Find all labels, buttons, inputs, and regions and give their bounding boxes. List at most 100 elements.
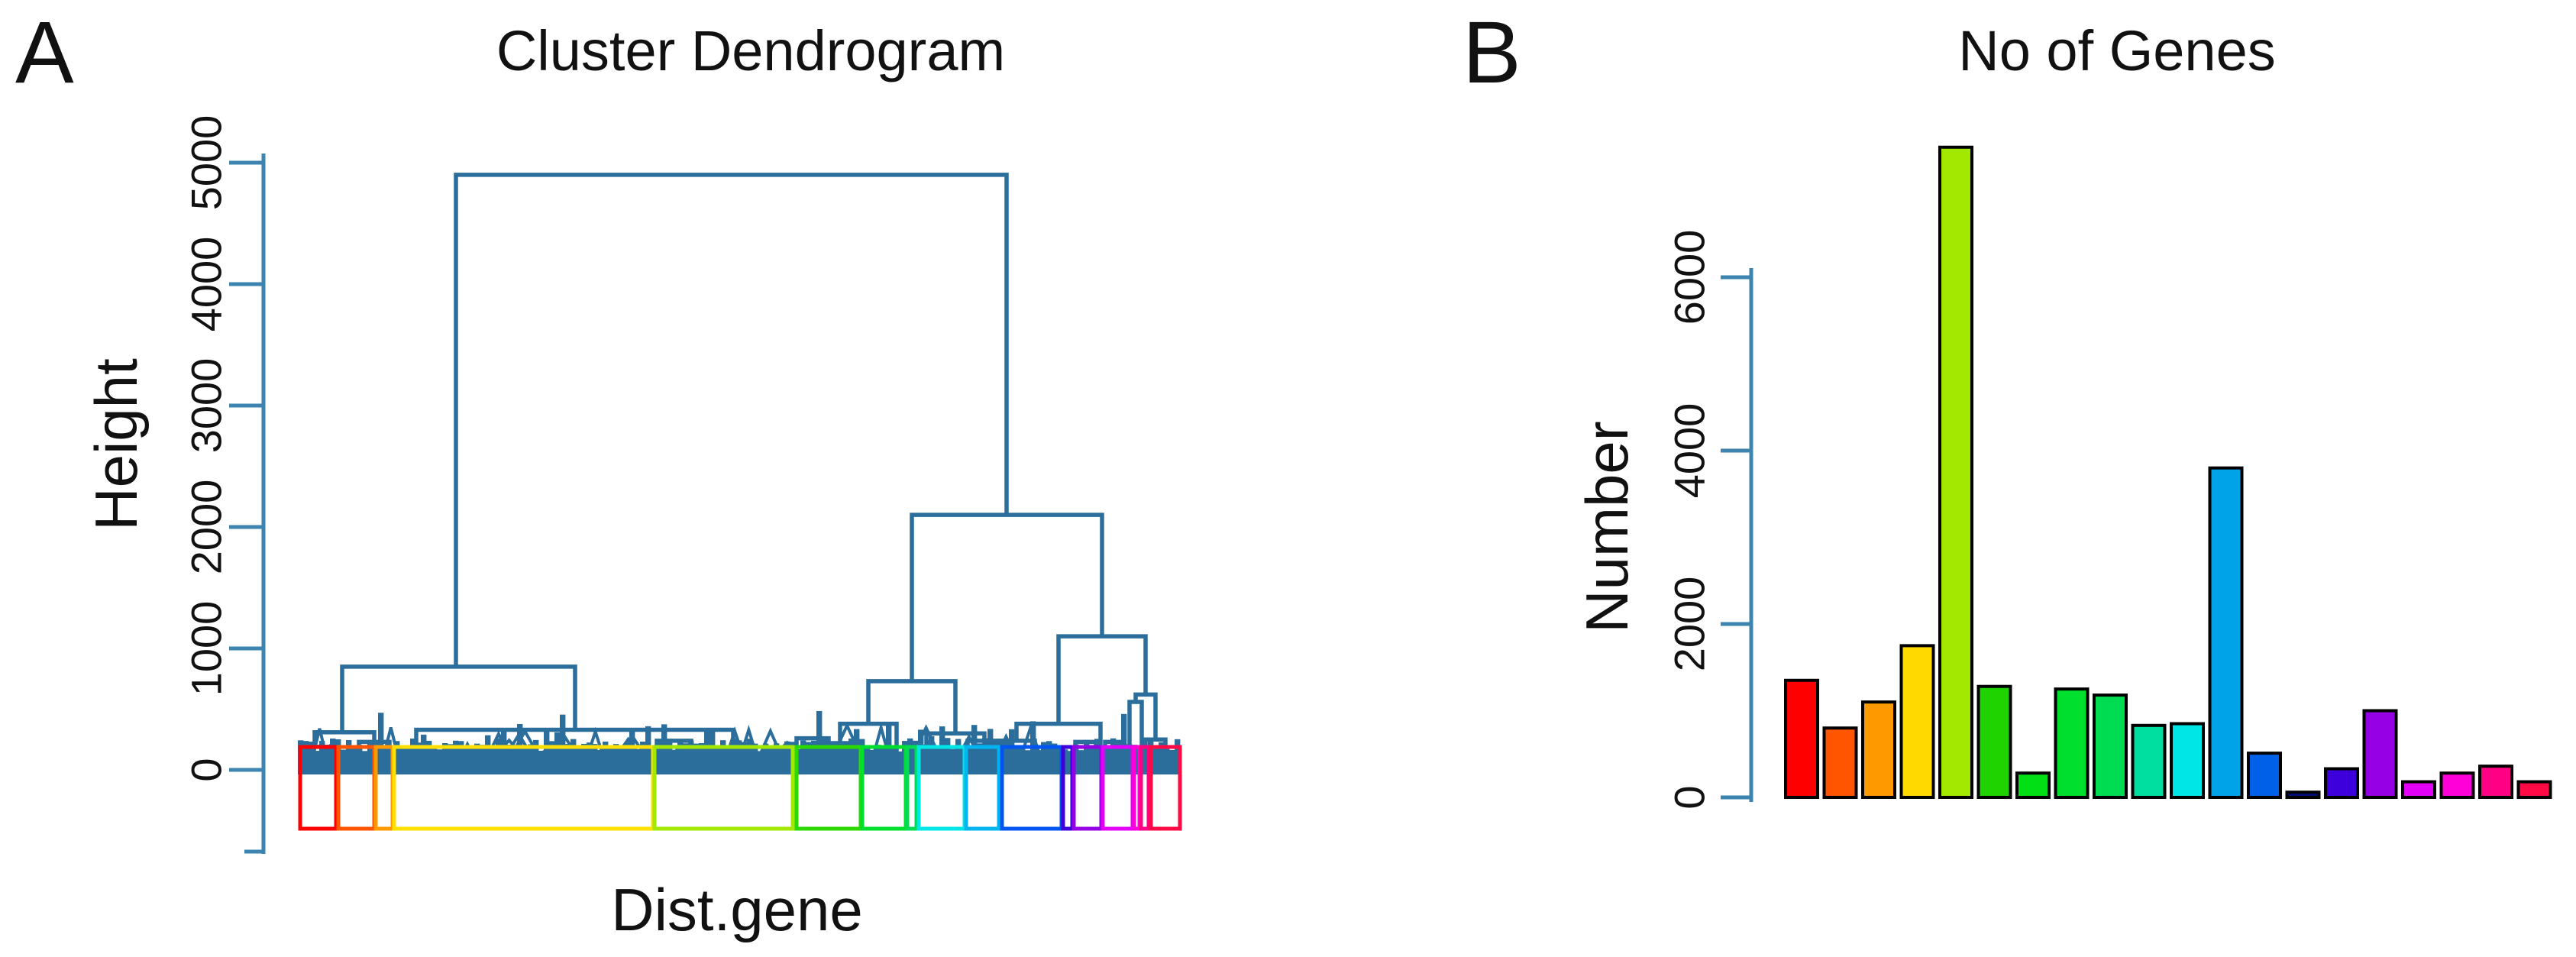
dendrogram-ylabel: Height	[82, 358, 150, 531]
dense-band-spike	[827, 745, 833, 759]
dense-band-spike	[1084, 739, 1090, 759]
dense-band-spike	[645, 726, 651, 759]
dendrogram-y-tick-label: 5000	[183, 115, 231, 211]
barchart-y-tick-label: 4000	[1666, 403, 1714, 499]
barchart-y-tick-label: 6000	[1666, 230, 1714, 325]
dense-band-spike	[667, 739, 673, 759]
dense-band-spike	[399, 751, 406, 759]
panel-letter-b: B	[1463, 4, 1521, 102]
dendrogram-y-tick-label: 4000	[183, 237, 231, 332]
dense-band-spike	[1175, 739, 1181, 759]
dense-band-spike	[704, 729, 710, 759]
dense-band-spike	[480, 745, 486, 759]
dense-band-spike	[341, 749, 347, 759]
dense-band-spike	[357, 745, 363, 759]
cluster-box	[1149, 745, 1182, 831]
dense-band-spike	[544, 728, 550, 759]
dense-band-spike	[715, 747, 721, 759]
dense-band-spike	[362, 751, 368, 759]
dendrogram-merge	[1133, 692, 1158, 740]
bar-cluster-1	[1784, 678, 1819, 800]
dense-band-spike	[1052, 743, 1058, 759]
bar-cluster-2	[1822, 726, 1858, 800]
barchart-ylabel: Number	[1573, 421, 1640, 633]
dense-band-spike	[576, 745, 582, 759]
bar-cluster-7	[2015, 771, 2051, 799]
dense-band-spike	[1025, 750, 1031, 759]
dense-band-spike	[565, 744, 571, 759]
dense-band-spike	[1164, 747, 1170, 759]
dense-band-spike	[977, 743, 983, 759]
dense-band-spike	[351, 745, 357, 759]
dendrogram-y-tick-label: 0	[183, 758, 231, 781]
dense-band-tent	[460, 740, 475, 757]
dense-band-spike	[1105, 745, 1111, 759]
dense-band-spike	[816, 710, 823, 759]
cluster-box	[1139, 745, 1151, 831]
dense-band-spike	[838, 742, 844, 759]
dense-band-spike	[405, 748, 411, 759]
dense-band-spike	[522, 747, 528, 759]
bar-cluster-6	[1976, 684, 2012, 799]
dense-band-spike	[1041, 742, 1047, 759]
cluster-box	[964, 745, 1001, 831]
dendrogram-merge	[924, 731, 987, 755]
dense-band-spike	[1009, 729, 1015, 759]
dense-band-spike	[319, 740, 325, 759]
bar-cluster-18	[2439, 771, 2475, 799]
dense-band-spike	[688, 740, 694, 759]
dense-band-spike	[549, 741, 555, 759]
dense-band-spike	[677, 741, 684, 759]
dense-band-spike	[709, 729, 716, 759]
dense-band-spike	[1116, 741, 1122, 759]
dense-band-spike	[325, 747, 331, 759]
dense-band-spike	[806, 742, 812, 759]
dense-band-spike	[843, 747, 849, 759]
dense-band-spike	[367, 741, 373, 759]
dense-band-spike	[720, 740, 726, 759]
dense-band-spike	[464, 745, 470, 759]
dense-band-spike	[1073, 744, 1079, 759]
bar-cluster-16	[2362, 709, 2398, 799]
dense-band-tent	[539, 741, 563, 758]
dense-band-spike	[865, 745, 871, 759]
cluster-box	[652, 745, 795, 831]
dense-band-spike	[811, 740, 817, 759]
dense-band-spike	[784, 741, 790, 759]
bar-cluster-9	[2093, 694, 2128, 799]
dense-band-spike	[592, 744, 598, 759]
dense-band-tent	[671, 739, 690, 757]
dense-band-spike	[474, 743, 480, 759]
dense-band-spike	[1078, 750, 1084, 759]
dense-band-spike	[1062, 749, 1068, 759]
dense-band-spike	[378, 713, 384, 759]
dense-band-spike	[426, 740, 432, 759]
dendrogram-merge	[910, 512, 1104, 681]
barchart-y-tick-label: 0	[1666, 785, 1714, 809]
dense-band-spike	[458, 741, 464, 759]
dense-band-spike	[939, 726, 945, 759]
dense-band-spike	[581, 743, 587, 759]
dense-band-spike	[437, 749, 443, 759]
dense-band-spike	[410, 739, 416, 759]
bar-cluster-5	[1938, 145, 1973, 799]
dense-band-spike	[897, 751, 903, 759]
dendrogram-merge	[1127, 700, 1144, 755]
barchart-title: No of Genes	[1958, 19, 2276, 82]
dense-band-spike	[1046, 741, 1052, 759]
dense-band-spike	[448, 744, 454, 759]
dendrogram-merge	[312, 729, 377, 747]
dense-band-tent	[921, 736, 939, 757]
dendrogram-merge	[1014, 721, 1103, 752]
dense-band-spike	[966, 747, 972, 759]
dense-band-spike	[314, 751, 320, 759]
dense-band-spike	[891, 745, 897, 759]
dense-band-spike	[1014, 748, 1020, 759]
dense-band-spike	[415, 742, 422, 759]
dense-band-spike	[886, 723, 892, 759]
dense-band-spike	[661, 724, 667, 759]
dendrogram-y-tick-label: 3000	[183, 358, 231, 454]
